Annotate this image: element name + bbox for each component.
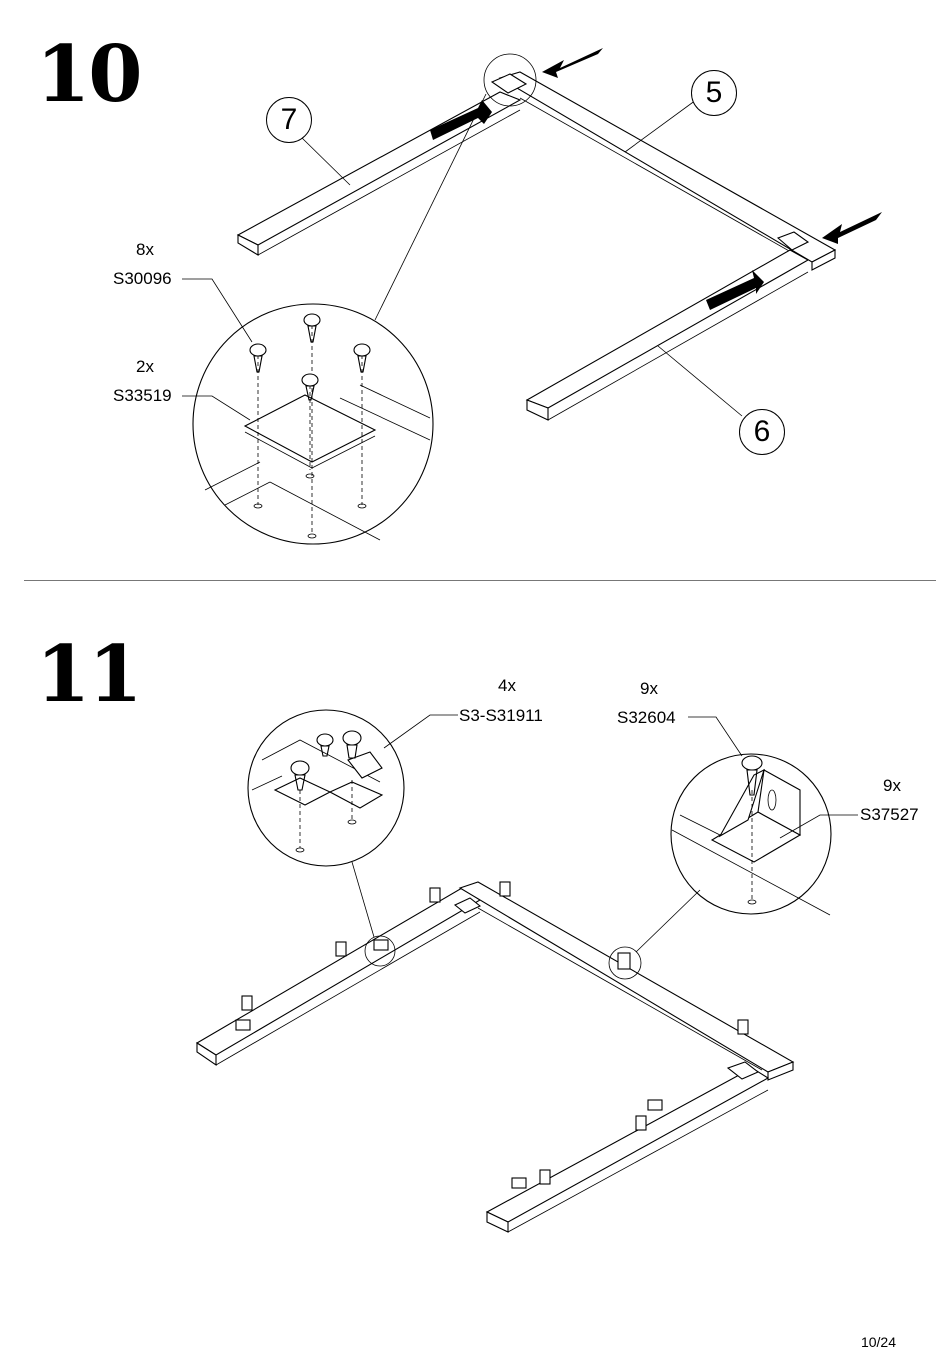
step-10-illustration: [182, 48, 882, 545]
part-qty-s33519: 2x: [136, 357, 154, 376]
corner-plate: [726, 1061, 760, 1080]
screw-icon: [249, 343, 267, 373]
screw-icon: [741, 755, 763, 796]
step-divider: [24, 580, 936, 581]
part-qty-s3-s31911: 4x: [498, 676, 516, 695]
step-10-number: 10: [36, 29, 143, 120]
screw-icon: [316, 733, 334, 757]
screw-icon: [342, 730, 362, 759]
page-number: 10/24: [860, 1334, 896, 1350]
corner-plate: [453, 897, 482, 914]
callout-5: 5: [691, 70, 737, 116]
zoom-content: [204, 313, 431, 541]
part-code-s3-s31911: S3-S31911: [459, 706, 543, 725]
part-code-s32604: S32604: [617, 708, 676, 727]
zoom-content-left: [251, 730, 384, 853]
detail-zoom-circle: [192, 303, 434, 545]
screw-icon: [353, 343, 371, 373]
screw-icon: [303, 313, 321, 343]
part-qty-s37527: 9x: [883, 776, 901, 795]
arrow-icon: [430, 100, 492, 140]
detail-zoom-circle-right: [670, 753, 832, 915]
screw-icon: [290, 760, 310, 791]
board-back: [458, 881, 795, 1073]
corner-plate: [776, 231, 810, 251]
callout-6: 6: [739, 409, 785, 455]
detail-zoom-circle-left: [247, 709, 405, 867]
step-11-number: 11: [36, 629, 143, 720]
part-qty-s30096: 8x: [136, 240, 154, 259]
board-front: [485, 1067, 770, 1223]
part-code-s37527: S37527: [860, 805, 919, 824]
callout-7: 7: [266, 97, 312, 143]
corner-plate: [490, 73, 528, 94]
arrow-icon: [706, 270, 764, 310]
part-qty-s32604: 9x: [640, 679, 658, 698]
arrow-icon: [822, 212, 882, 244]
arrow-icon: [542, 48, 603, 78]
bracket-icon: [241, 881, 749, 1185]
connector-icon: [235, 939, 663, 1189]
screw-icon: [301, 373, 319, 401]
part-code-s30096: S30096: [113, 269, 172, 288]
zoom-content-right: [671, 755, 831, 916]
part-code-s33519: S33519: [113, 386, 172, 405]
